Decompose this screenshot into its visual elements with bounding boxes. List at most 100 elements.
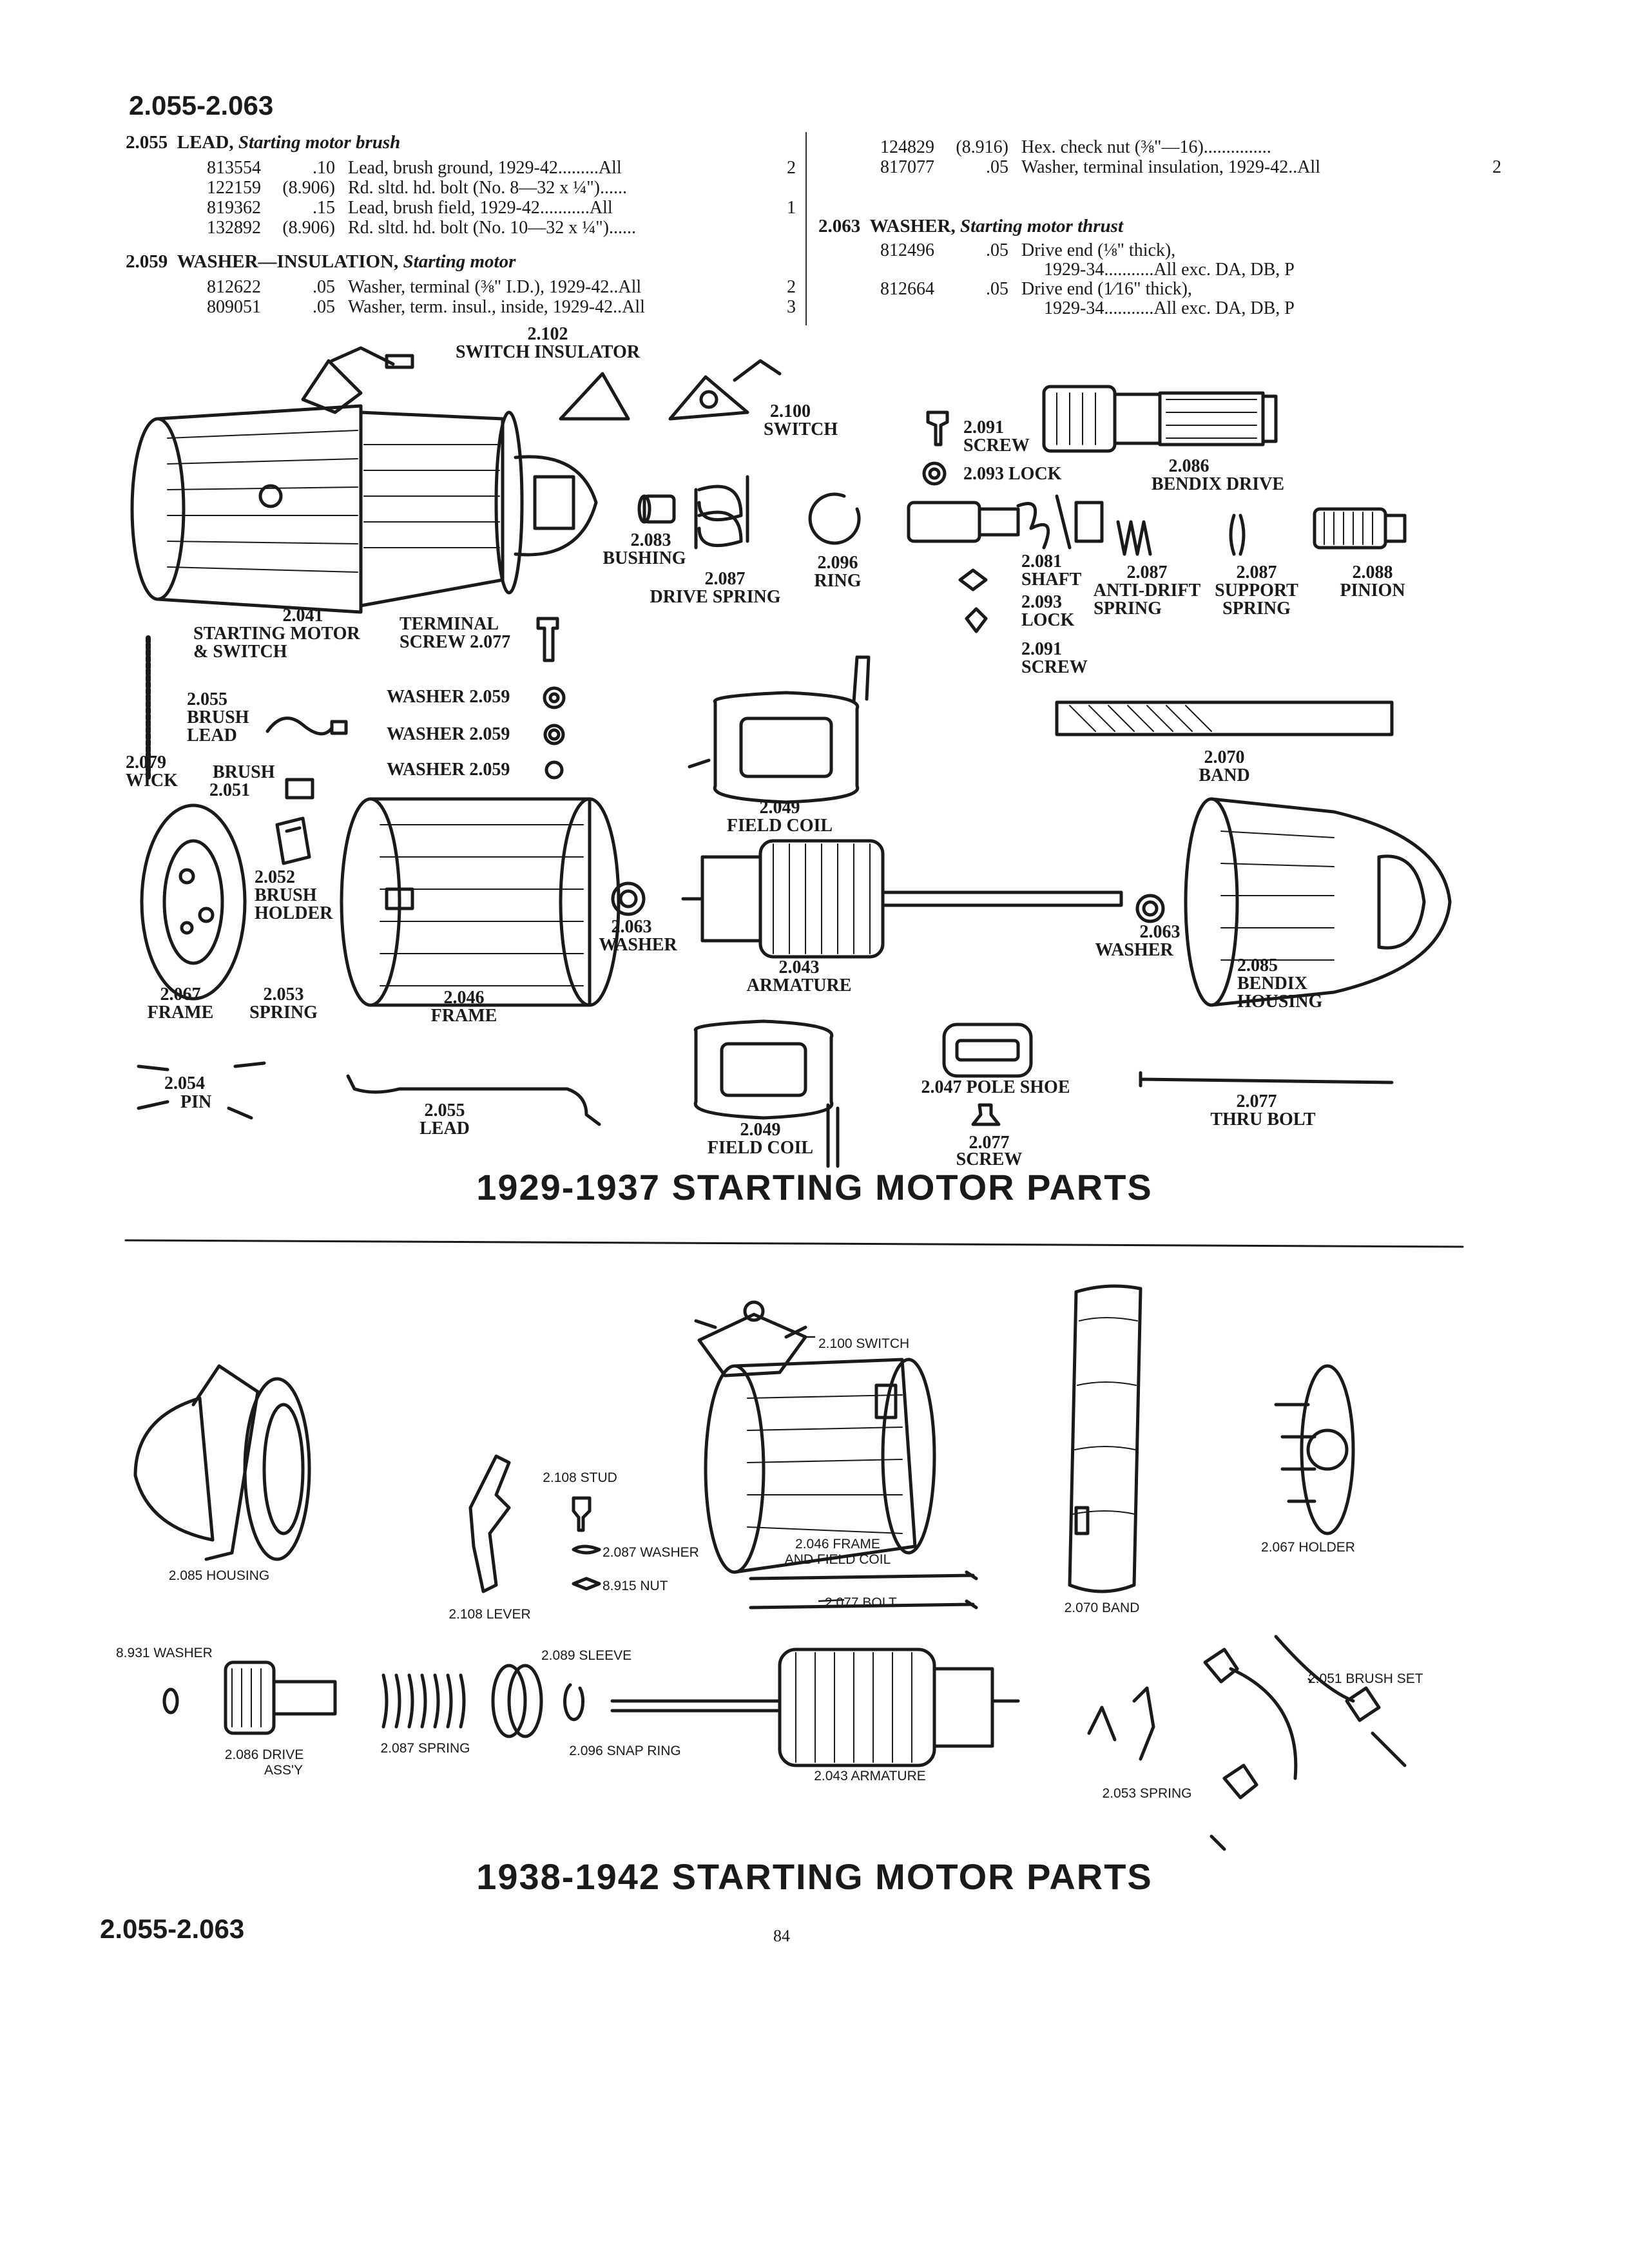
category-heading: 2.063 WASHER, Starting motor thrust (818, 216, 1124, 236)
bolt-drawing (749, 1570, 978, 1610)
label-name: WASHER 2.059 (387, 760, 510, 780)
bendix-housing-drawing (1184, 797, 1452, 1007)
sleeve-drawing (491, 1664, 543, 1738)
label-number: 2.049 (759, 798, 800, 818)
label-number: 2.091 (1021, 639, 1062, 659)
label-number: 2.091 (963, 418, 1004, 437)
label-name: 2.108 LEVER (448, 1607, 531, 1622)
label-name: ARMATURE (746, 975, 852, 995)
label-name: SPRING (1222, 599, 1291, 619)
bushing-drawing (637, 494, 676, 524)
bendix-drive-drawing (1042, 385, 1278, 453)
washer-drawing (545, 760, 564, 780)
label-name: 2.047 POLE SHOE (921, 1077, 1070, 1097)
column-divider (805, 132, 807, 325)
pinion-drawing (1313, 507, 1407, 550)
thru-bolt-drawing (1139, 1071, 1394, 1088)
stud-drawing (572, 1496, 592, 1532)
label-name: 2.093 LOCK (963, 464, 1062, 484)
label-name: SHAFT (1021, 570, 1082, 590)
label-number: 2.063 (1139, 922, 1181, 942)
label-name: 2.086 DRIVE (224, 1747, 304, 1762)
label-name: BENDIX DRIVE (1151, 474, 1285, 494)
label-name: 2.067 HOLDER (1261, 1540, 1355, 1555)
label-name: WICK (126, 771, 178, 791)
label-name: DRIVE SPRING (650, 587, 781, 607)
label-number: 2.088 (1352, 562, 1393, 582)
label-name: 2.053 SPRING (1102, 1786, 1192, 1801)
label-number: 2.041 (282, 606, 323, 626)
label-name: SPRING (249, 1003, 318, 1023)
label-number: 2.087 (1126, 562, 1168, 582)
holder-drawing (1274, 1364, 1355, 1535)
washer-drawing (543, 686, 566, 709)
ring-drawing (808, 492, 861, 545)
lock-screw-drawing (958, 568, 988, 633)
label-name: BUSHING (602, 548, 686, 568)
label-name: 2.046 FRAME (795, 1537, 880, 1552)
label-name: FIELD COIL (726, 816, 833, 836)
parts-row: 1929-34...........All exc. DA, DB, P (1044, 298, 1295, 318)
label-number: 2.063 (611, 917, 652, 937)
label-name: WASHER (1095, 940, 1173, 960)
label-name: 2.087 WASHER (602, 1545, 699, 1560)
band-drawing (1055, 700, 1394, 736)
label-number: 2.051 (209, 780, 250, 800)
label-name: HOUSING (1237, 992, 1323, 1012)
washer-drawing (611, 881, 646, 916)
parts-row: 132892(8.906)Rd. sltd. hd. bolt (No. 10—… (207, 218, 636, 238)
washer-drawing (572, 1544, 601, 1555)
label-number: 2.083 (630, 530, 671, 550)
label-name: BRUSH (213, 762, 275, 782)
starting-motor-drawing (130, 346, 598, 614)
label-name: BAND (1199, 765, 1250, 785)
pin-drawing (137, 1061, 266, 1120)
armature-drawing (610, 1648, 1020, 1767)
label-name: LEAD (187, 726, 237, 745)
lock-drawing (922, 461, 947, 486)
screw-drawing (926, 410, 949, 447)
label-name: 2.096 SNAP RING (569, 1744, 681, 1758)
spring-drawing (1087, 1686, 1226, 1851)
label-number: 2.053 (263, 985, 304, 1004)
label-name: SWITCH INSULATOR (455, 342, 641, 362)
label-name: WASHER 2.059 (387, 724, 510, 744)
brush-holder-drawing (275, 816, 311, 865)
anti-drift-spring-drawing (1116, 520, 1152, 556)
terminal-screw-drawing (536, 617, 559, 662)
label-number: 2.070 (1204, 747, 1245, 767)
band-drawing (1068, 1284, 1142, 1593)
label-name: & SWITCH (193, 642, 287, 662)
page-number: 84 (773, 1927, 790, 1945)
label-name: 8.931 WASHER (116, 1646, 213, 1660)
label-name: STARTING MOTOR (193, 624, 360, 644)
label-name: 2.100 SWITCH (818, 1336, 910, 1351)
leader-lines (805, 1336, 1312, 1682)
page-range-footer: 2.055-2.063 (100, 1914, 245, 1944)
brush-drawing (285, 778, 314, 800)
parts-list-right: 124829(8.916)Hex. check nut (⅜"—16).....… (799, 132, 1501, 325)
brush-lead-drawing (265, 716, 334, 736)
label-name: 2.077 BOLT (825, 1595, 897, 1610)
pole-shoe-drawing (942, 1023, 1033, 1078)
label-name: BRUSH (187, 707, 249, 727)
label-number: 2.079 (126, 753, 166, 773)
switch-drawing (668, 359, 782, 421)
parts-row: 1929-34...........All exc. DA, DB, P (1044, 260, 1295, 280)
label-number: 2.077 (1236, 1091, 1277, 1111)
label-name: BRUSH (255, 885, 317, 905)
diagram-title: 1938-1942 STARTING MOTOR PARTS (476, 1856, 1153, 1897)
label-number: 2.096 (817, 553, 858, 573)
field-coil-drawing (688, 655, 871, 804)
shaft-drawing (907, 494, 1104, 550)
washer-drawing (543, 724, 565, 745)
page-range-header: 2.055-2.063 (129, 90, 274, 120)
label-name: 2.070 BAND (1064, 1600, 1140, 1615)
parts-row: 124829(8.916)Hex. check nut (⅜"—16).....… (880, 137, 1271, 157)
washer-drawing (162, 1687, 179, 1715)
category-heading: 2.059 WASHER—INSULATION, Starting motor (126, 251, 516, 272)
label-name: BENDIX (1237, 974, 1307, 994)
